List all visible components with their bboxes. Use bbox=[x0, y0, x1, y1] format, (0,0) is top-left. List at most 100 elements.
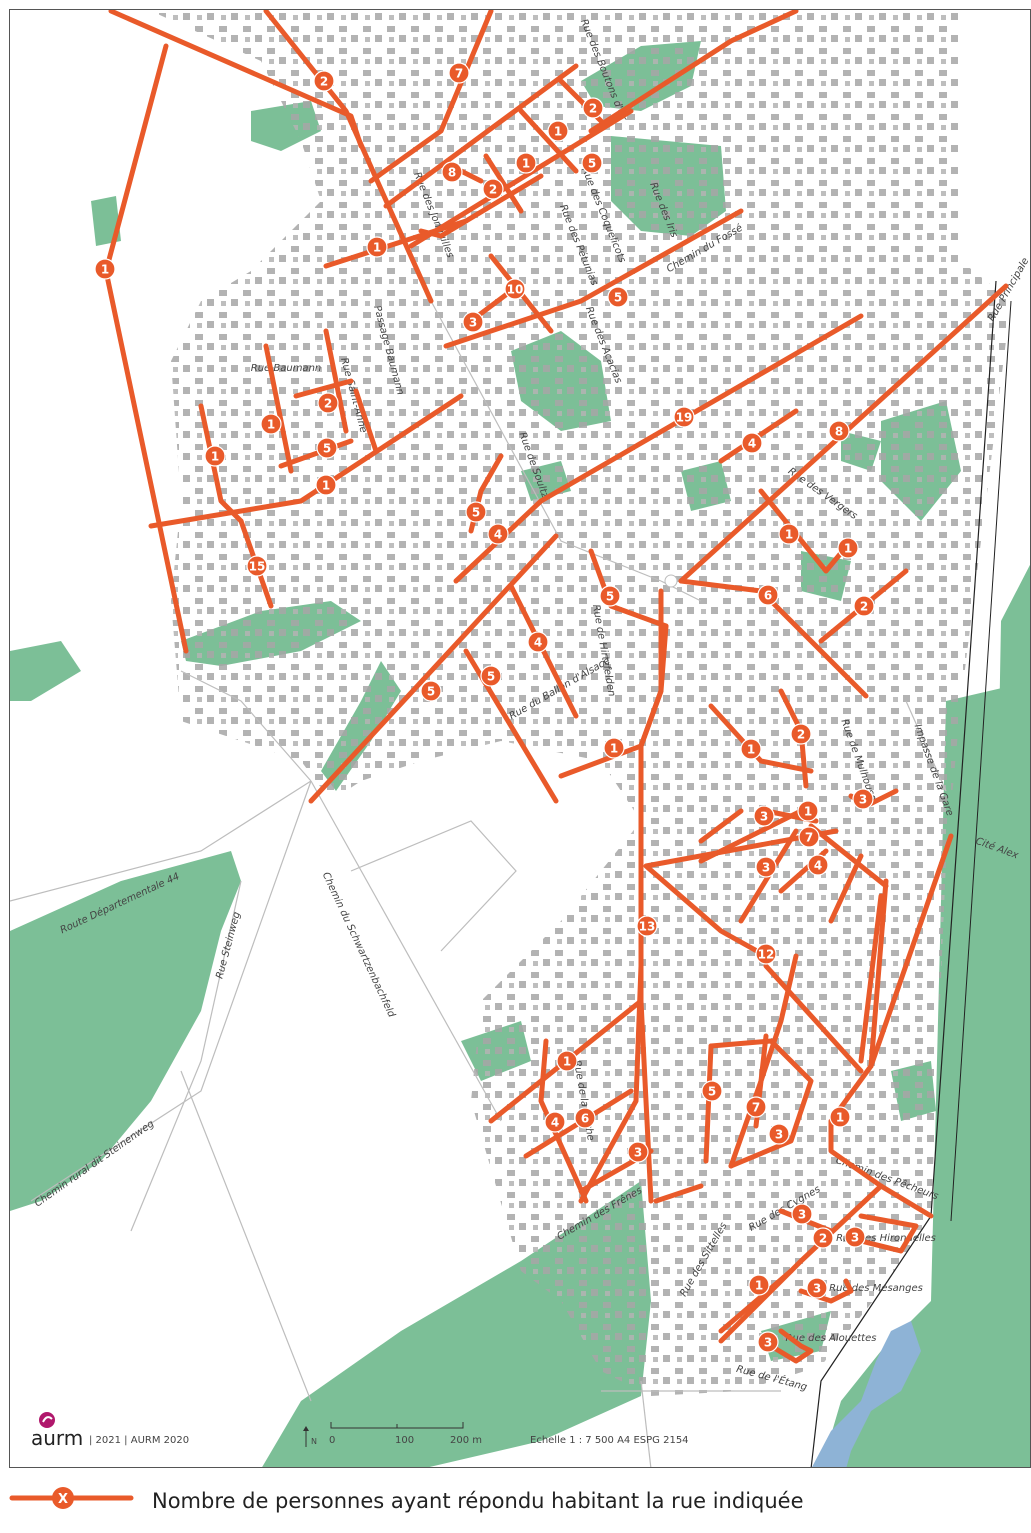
respondent-count: 4 bbox=[534, 636, 542, 650]
respondent-badge: 7 bbox=[798, 826, 820, 848]
respondent-count: 19 bbox=[676, 411, 693, 425]
respondent-route bbox=[708, 703, 814, 774]
respondent-count: 1 bbox=[785, 528, 793, 542]
respondent-count: 1 bbox=[373, 241, 381, 255]
respondent-badge: 5 bbox=[316, 437, 338, 459]
respondent-badge: 5 bbox=[480, 665, 502, 687]
respondent-badge: 1 bbox=[515, 152, 537, 174]
vegetation-area bbox=[821, 681, 1030, 1467]
north-label: N bbox=[311, 1437, 317, 1446]
pond-area bbox=[812, 1321, 921, 1467]
respondent-badge: 1 bbox=[94, 258, 116, 280]
respondent-route bbox=[518, 108, 579, 174]
respondent-count: 1 bbox=[211, 450, 219, 464]
respondent-badge: 5 bbox=[420, 680, 442, 702]
road-outline bbox=[640, 1380, 652, 1467]
vegetation-area bbox=[10, 851, 241, 1211]
respondent-badge: 2 bbox=[482, 178, 504, 200]
respondent-badge: 2 bbox=[582, 97, 604, 119]
respondent-badge: 7 bbox=[745, 1096, 767, 1118]
respondent-badge: 5 bbox=[701, 1080, 723, 1102]
respondent-route bbox=[383, 63, 579, 209]
respondent-count: 13 bbox=[639, 920, 656, 934]
respondent-count: 4 bbox=[551, 1116, 559, 1130]
respondent-badge: 1 bbox=[837, 537, 859, 559]
railway-line bbox=[810, 280, 997, 1467]
respondent-route bbox=[443, 208, 744, 349]
respondent-count: 8 bbox=[448, 166, 456, 180]
respondent-route bbox=[278, 438, 354, 469]
respondent-badge: 1 bbox=[366, 236, 388, 258]
respondent-count: 3 bbox=[813, 1282, 821, 1296]
road-network bbox=[10, 300, 947, 1467]
respondent-count: 1 bbox=[101, 263, 109, 277]
respondent-routes bbox=[103, 10, 1009, 1364]
respondent-badge: 1 bbox=[547, 120, 569, 142]
scale-bar bbox=[330, 1422, 464, 1429]
respondent-route bbox=[263, 343, 294, 474]
respondent-badge: 4 bbox=[544, 1111, 566, 1133]
respondent-badge: 3 bbox=[755, 856, 777, 878]
respondent-count: 2 bbox=[589, 102, 597, 116]
scale-label-0: 0 bbox=[329, 1435, 336, 1446]
respondent-badge: 3 bbox=[753, 805, 775, 827]
respondent-count: 5 bbox=[588, 157, 596, 171]
respondent-count: 1 bbox=[522, 157, 530, 171]
map-footer: aurm | 2021 | AURM 2020 N 0 100 200 m Ec… bbox=[9, 1400, 909, 1460]
respondent-badge: 12 bbox=[755, 943, 777, 965]
legend-marker-label: X bbox=[58, 1492, 68, 1507]
road-outline bbox=[350, 820, 517, 952]
road-outline bbox=[905, 700, 947, 792]
respondent-count: 2 bbox=[797, 728, 805, 742]
respondent-count: 5 bbox=[606, 590, 614, 604]
respondent-badge: 2 bbox=[313, 70, 335, 92]
respondent-badge: 4 bbox=[741, 432, 763, 454]
respondent-badge: 3 bbox=[791, 1203, 813, 1225]
respondent-badge: 1 bbox=[260, 413, 282, 435]
respondent-badge: 6 bbox=[757, 584, 779, 606]
respondent-route bbox=[718, 1183, 884, 1344]
respondent-route bbox=[588, 10, 799, 134]
respondent-route bbox=[293, 378, 354, 399]
respondent-count: 5 bbox=[614, 291, 622, 305]
respondent-route bbox=[148, 393, 464, 529]
respondent-count: 2 bbox=[819, 1232, 827, 1246]
respondent-count: 4 bbox=[814, 859, 822, 873]
respondent-badge: 1 bbox=[778, 523, 800, 545]
respondent-route bbox=[263, 10, 434, 304]
respondent-count: 5 bbox=[427, 685, 435, 699]
street-label: Rue des Alouettes bbox=[786, 1333, 877, 1344]
respondent-badge: 8 bbox=[441, 161, 463, 183]
respondent-badge: 1 bbox=[603, 737, 625, 759]
respondent-route bbox=[718, 1268, 794, 1334]
respondent-badge: 3 bbox=[462, 311, 484, 333]
respondent-badge: 15 bbox=[246, 555, 268, 577]
north-arrow-icon bbox=[303, 1426, 309, 1447]
respondent-count: 3 bbox=[760, 810, 768, 824]
respondent-route bbox=[763, 963, 864, 1074]
respondent-route bbox=[578, 963, 644, 1204]
road-outline bbox=[180, 670, 312, 782]
respondent-count: 2 bbox=[489, 183, 497, 197]
respondent-count: 5 bbox=[472, 506, 480, 520]
respondent-route bbox=[708, 1038, 814, 1169]
respondent-count: 7 bbox=[752, 1101, 760, 1115]
respondent-count: 4 bbox=[748, 437, 756, 451]
respondent-badge: 3 bbox=[852, 788, 874, 810]
respondent-route bbox=[408, 108, 634, 249]
respondent-badge: 4 bbox=[527, 631, 549, 653]
respondent-count: 5 bbox=[487, 670, 495, 684]
road-outline bbox=[430, 300, 662, 582]
respondent-route bbox=[323, 218, 469, 269]
water-layer bbox=[812, 1321, 921, 1467]
legend-route-symbol: X bbox=[9, 1487, 134, 1509]
railway bbox=[810, 280, 1012, 1467]
respondent-route bbox=[858, 1213, 919, 1254]
respondent-count: 3 bbox=[634, 1146, 642, 1160]
respondent-route bbox=[868, 878, 889, 1069]
respondent-count: 3 bbox=[762, 861, 770, 875]
respondent-badge: 8 bbox=[828, 420, 850, 442]
respondent-badge: 1 bbox=[797, 800, 819, 822]
